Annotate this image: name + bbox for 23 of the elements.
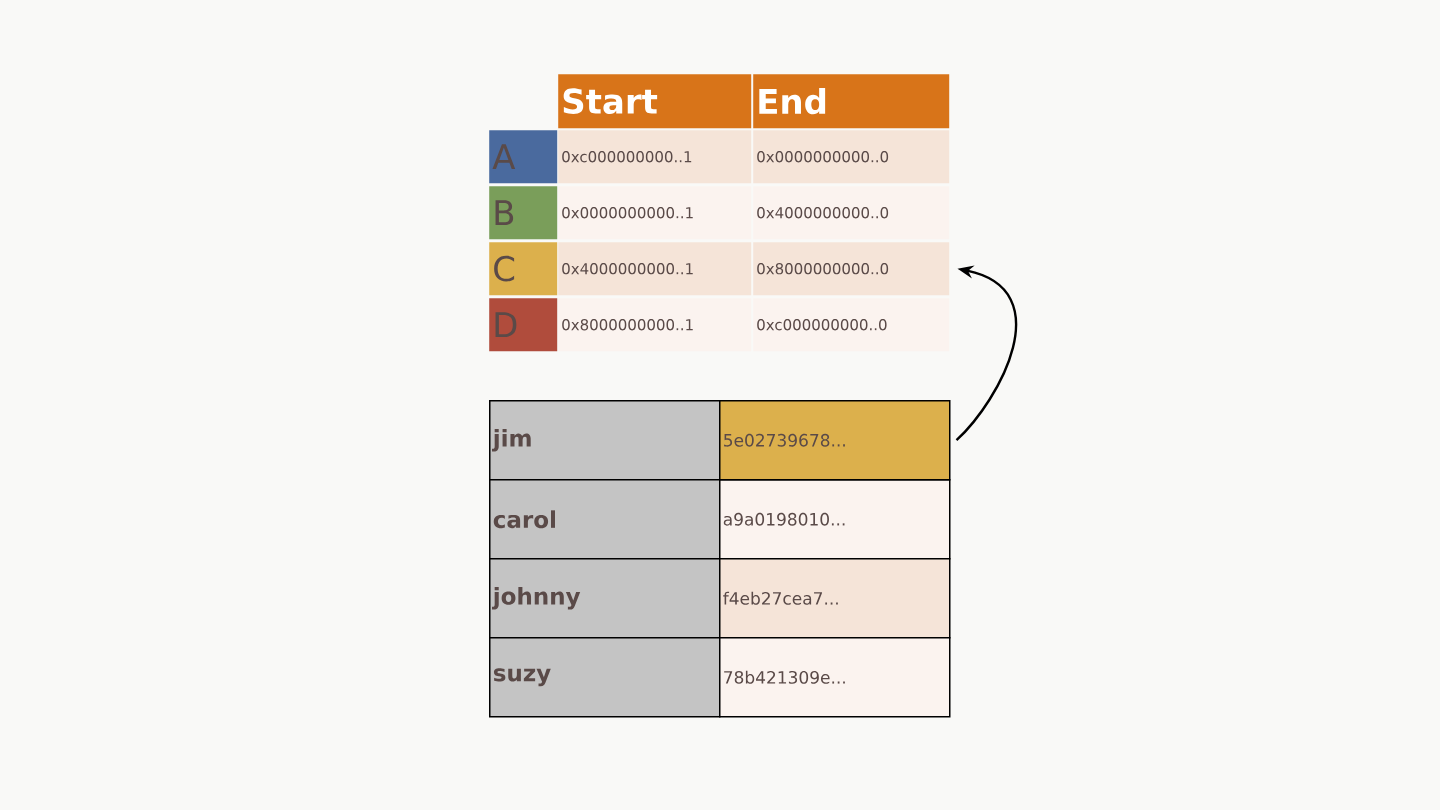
header-cell: End xyxy=(753,74,950,129)
range-label-cell: C xyxy=(489,242,558,296)
table-cell: 0x8000000000..0 xyxy=(753,242,950,296)
table-cell: 0x0000000000..1 xyxy=(558,186,752,240)
name-cell: carol xyxy=(489,479,721,560)
hash-cell: 5e02739678... xyxy=(719,400,951,481)
table-cell: 0x4000000000..1 xyxy=(558,242,752,296)
table-cell: 0x4000000000..0 xyxy=(753,186,950,240)
header-cell: Start xyxy=(558,74,752,129)
name-cell: suzy xyxy=(489,637,721,718)
name-cell: johnny xyxy=(489,558,721,639)
range-label-cell: A xyxy=(489,130,558,184)
table-cell: 0xc000000000..0 xyxy=(753,298,950,352)
table-cell: 0x8000000000..1 xyxy=(558,298,752,352)
hash-cell: a9a0198010... xyxy=(719,479,951,560)
table-cell: 0xc000000000..1 xyxy=(558,130,752,184)
hash-cell: f4eb27cea7... xyxy=(719,558,951,639)
range-label-cell: D xyxy=(489,298,558,352)
node-label: 0x8000000000..0 xyxy=(757,263,889,275)
table-cell: 0x0000000000..0 xyxy=(753,130,950,184)
range-label-cell: B xyxy=(489,186,558,240)
name-cell: jim xyxy=(489,400,721,481)
hash-cell: 78b421309e... xyxy=(719,637,951,718)
